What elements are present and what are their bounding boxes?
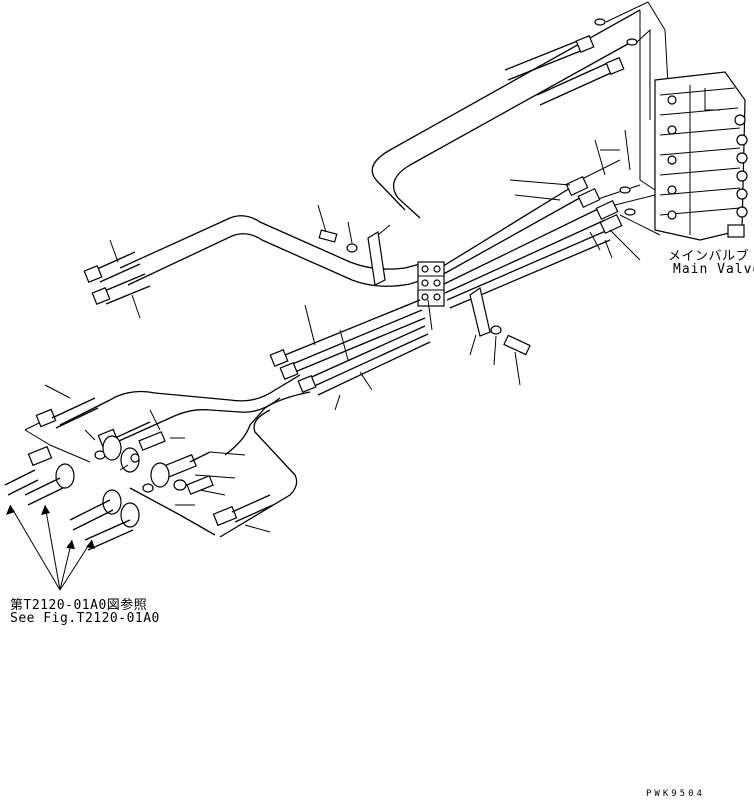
lower-hose-runs — [24, 374, 311, 538]
main-valve-label-jp: メインバルブ — [668, 249, 750, 264]
lower-leaders — [44, 384, 271, 533]
valve-hose-bundle — [439, 175, 641, 309]
left-twin-hoses — [83, 239, 151, 319]
reference-label-en: See Fig.T2120-01A0 — [10, 611, 160, 626]
right-leaders — [579, 129, 661, 236]
lower-fittings — [4, 397, 274, 551]
reference-arrows — [6, 504, 95, 591]
middle-hose-cluster — [269, 299, 431, 411]
center-clamp-block — [317, 204, 531, 386]
upper-hose-runs — [119, 9, 641, 287]
main-valve-label-en: Main Valve — [673, 262, 754, 277]
drawing-code: PWK9504 — [646, 789, 705, 799]
upper-right-hoses — [504, 1, 669, 191]
reference-label-jp: 第T2120-01A0図参照 — [10, 598, 148, 613]
main-valve-block — [654, 71, 748, 241]
